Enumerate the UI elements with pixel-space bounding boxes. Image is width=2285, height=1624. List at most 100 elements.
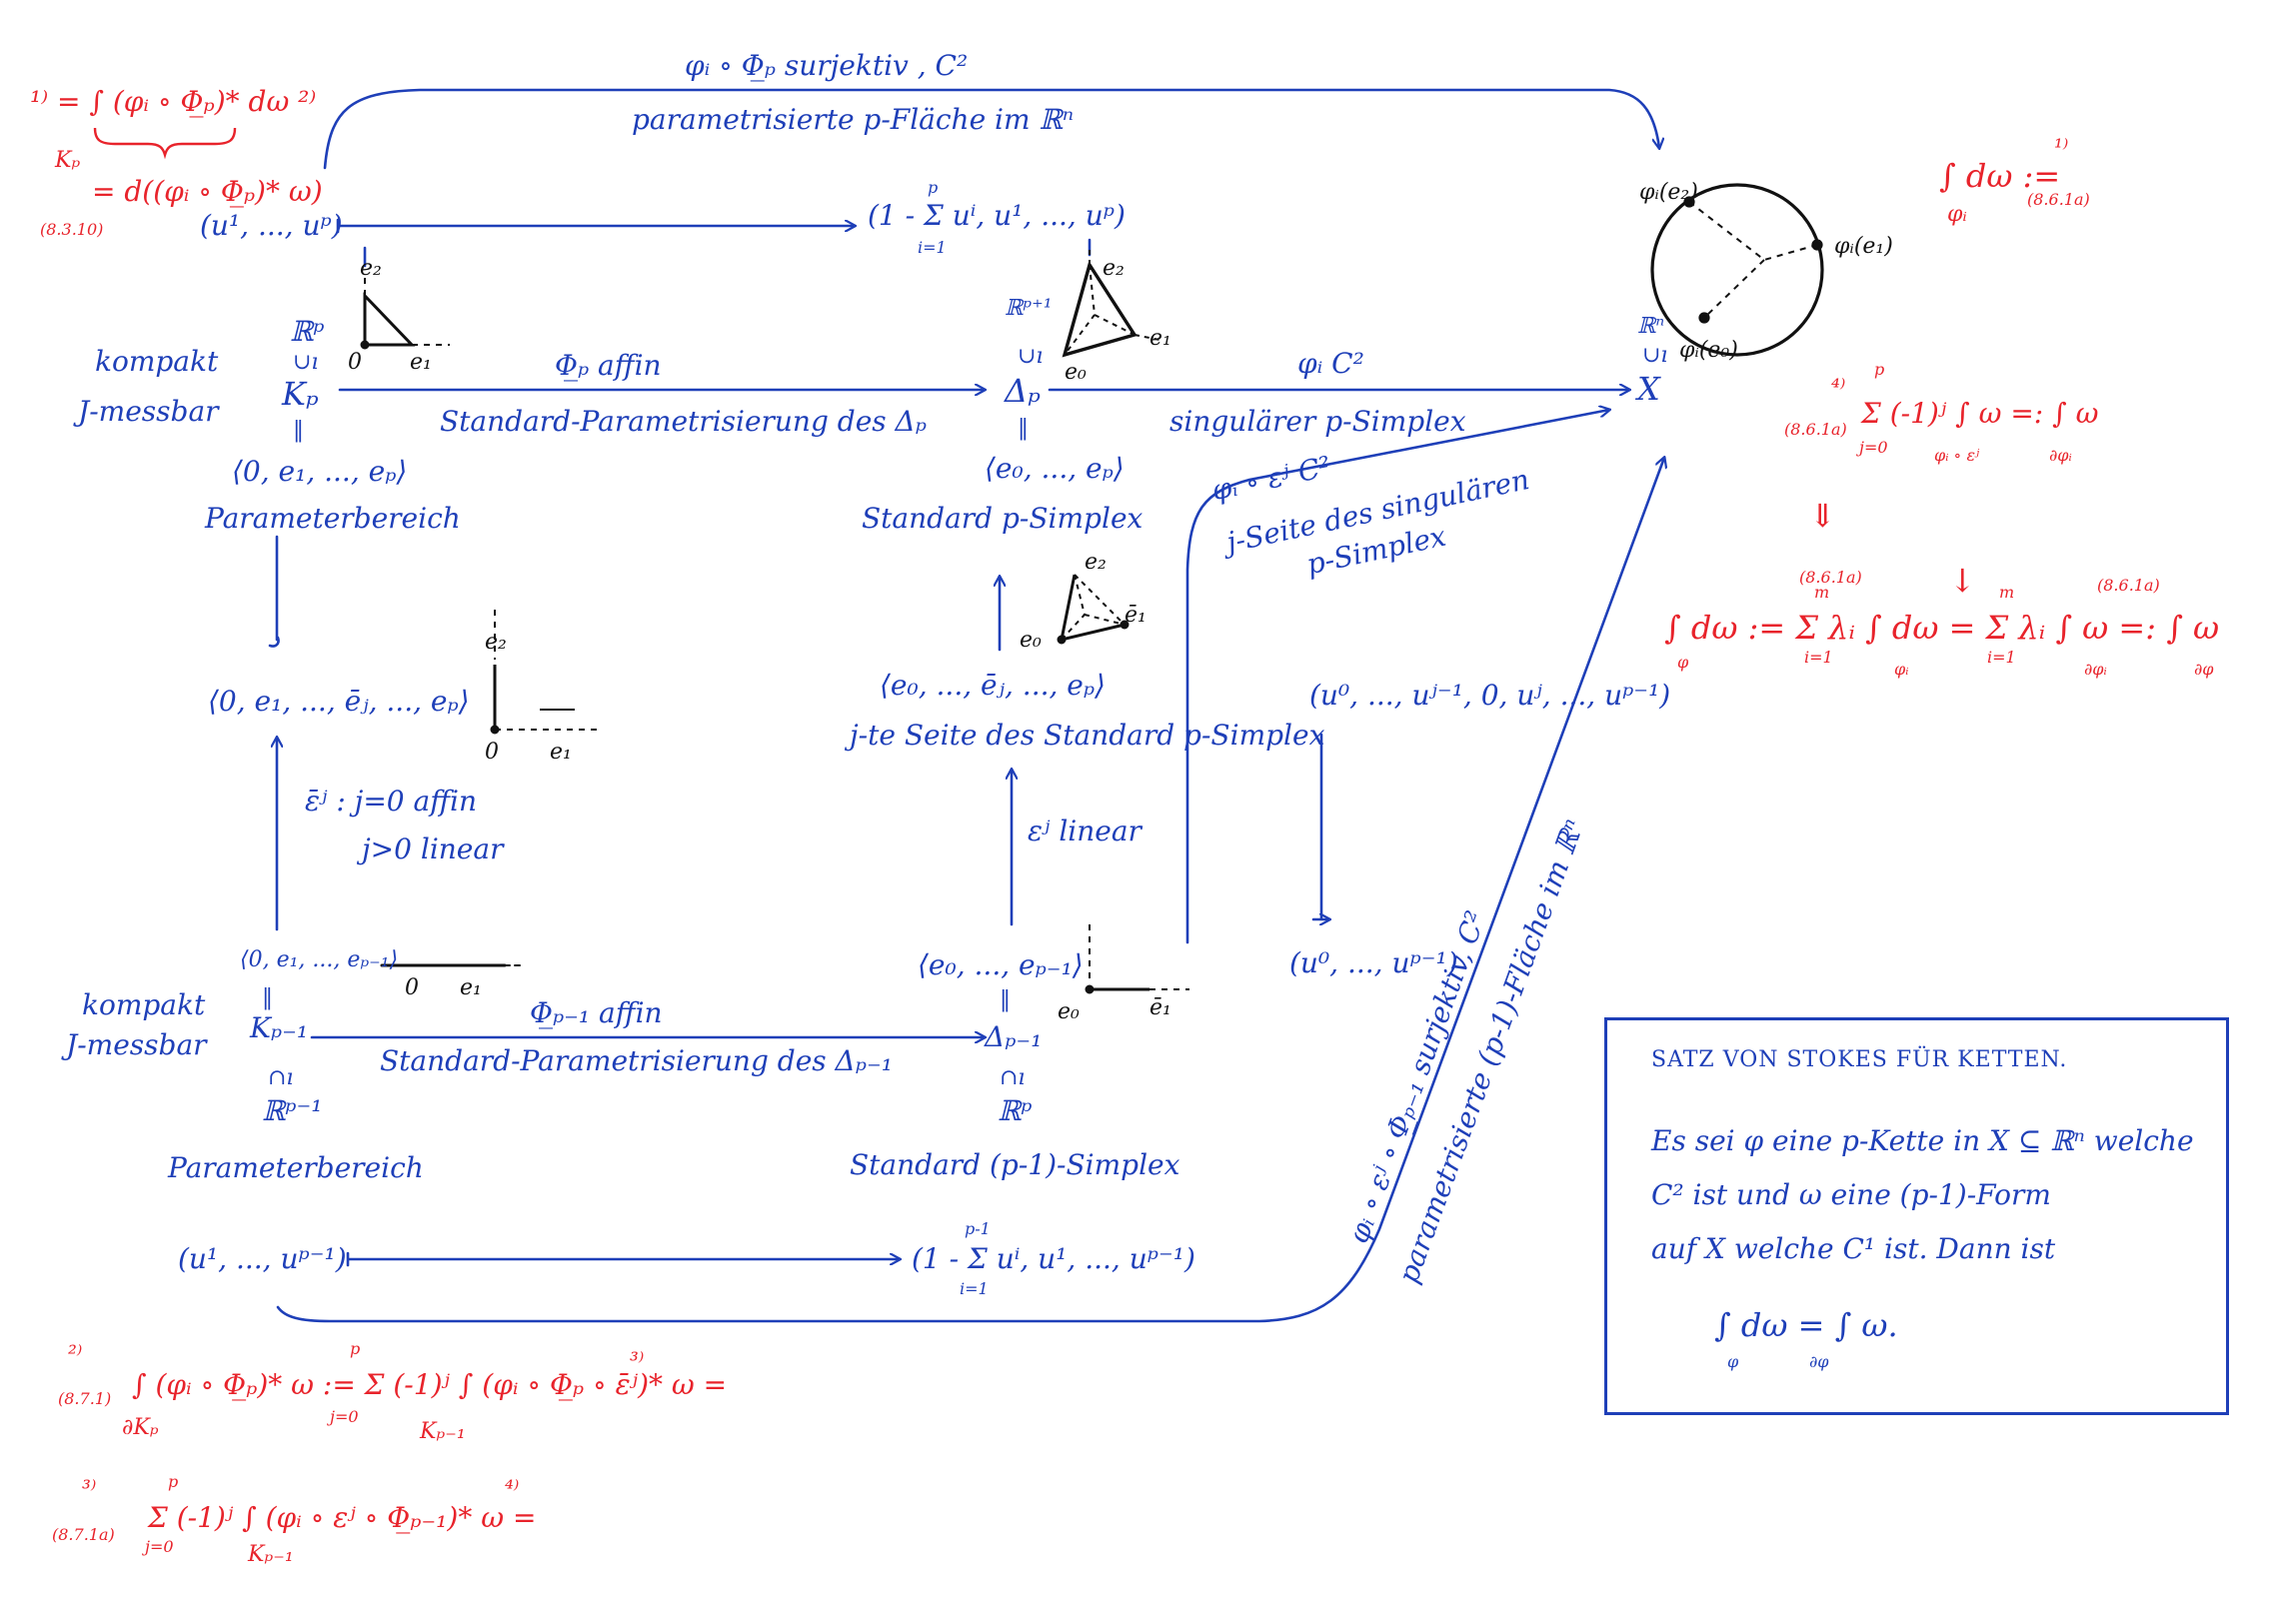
red-sub-kp: Kₚ	[55, 148, 81, 173]
red-big-expr: ∫ dω := Σ λᵢ ∫ dω = Σ λᵢ ∫ ω =: ∫ ω	[1664, 609, 2220, 647]
face-left-o: 0	[485, 740, 499, 765]
mid-sub: ∪ı	[1018, 344, 1044, 369]
phi-low-top: Φ̲ₚ₋₁ affin	[530, 996, 663, 1029]
red-big-sub-phii: φᵢ	[1894, 660, 1909, 679]
red-big-i1: i=1	[1804, 648, 1833, 667]
eps-mid-label: εʲ linear	[1028, 814, 1142, 847]
low-left-rp: ℝᵖ⁻¹	[262, 1094, 323, 1127]
red-double-arrow: ⇓	[1809, 497, 1836, 535]
red-int-ref: (8.6.1a)	[2027, 190, 2090, 209]
phi-bottom: Standard-Parametrisierung des Δₚ	[440, 405, 927, 438]
theorem-line3: auf X welche C¹ ist. Dann ist	[1651, 1232, 2056, 1265]
red-int-under: φᵢ	[1947, 202, 1967, 227]
red-int-sup: ¹⁾	[2054, 136, 2069, 161]
right-sub: ∪ı	[1642, 343, 1668, 368]
red-b1-end: ³⁾	[630, 1349, 645, 1374]
tetra-mid	[1062, 260, 1138, 358]
u-low-sum-top: p-1	[965, 1219, 991, 1238]
red-b2-sub: Kₚ₋₁	[248, 1542, 294, 1567]
face-left-tuple: ⟨0, e₁, ..., ēⱼ, ..., eₚ⟩	[208, 685, 470, 718]
low-mid-eq: ‖	[1000, 987, 1011, 1012]
left-rp: ℝᵖ	[290, 315, 325, 348]
red-b1-ref: (8.7.1)	[58, 1389, 112, 1408]
mid-rp1: ℝᵖ⁺¹	[1005, 296, 1053, 321]
low-left-kompakt: kompakt	[82, 988, 206, 1021]
red-down-arrow: ↓	[1949, 562, 1976, 600]
red-big-i2: i=1	[1987, 648, 2016, 667]
face-mid-e1: ē₁	[1125, 603, 1146, 628]
red-big-sub-phi: φ	[1677, 653, 1689, 672]
psi-bottom: singulärer p-Simplex	[1169, 405, 1466, 438]
low-mid-sub: ∩ı	[1000, 1065, 1026, 1090]
red-sum-sub2: ∂φᵢ	[2049, 446, 2072, 465]
tri-left-e1: e₁	[410, 350, 432, 375]
phi-top: Φ̲ₚ affin	[555, 349, 662, 382]
low-left-o: 0	[405, 975, 419, 1000]
low-mid-label: Standard (p-1)-Simplex	[850, 1148, 1180, 1181]
red-b2-ref: (8.7.1a)	[52, 1525, 115, 1544]
red-b2-end: ⁴⁾	[505, 1477, 520, 1502]
eps-left-line1: ε̄ʲ : j=0 affin	[305, 785, 478, 817]
theorem-box	[1604, 1017, 2229, 1415]
arrow-side	[1185, 410, 1609, 944]
mid-label: Standard p-Simplex	[862, 502, 1143, 535]
red-underbrace	[93, 127, 237, 160]
right-tuple-top: (u⁰, ..., uʲ⁻¹, 0, uʲ, ..., uᵖ⁻¹)	[1309, 679, 1671, 712]
left-kp: Kₚ	[282, 375, 319, 413]
low-left-param: Parameterbereich	[168, 1151, 424, 1184]
red-int-dw: ∫ dω :=	[1939, 157, 2061, 195]
red-sum-top: p	[1874, 360, 1885, 379]
low-mid-e1: ē₁	[1149, 995, 1171, 1020]
face-mid-tuple: ⟨e₀, ..., ēⱼ, ..., eₚ⟩	[880, 669, 1106, 702]
red-b2-sup: ³⁾	[82, 1477, 97, 1502]
mid-eq: ‖	[1018, 416, 1029, 441]
mid-e2: e₂	[1103, 256, 1125, 281]
phi-low-bottom: Standard-Parametrisierung des Δₚ₋₁	[380, 1044, 893, 1077]
theorem-sub2: ∂φ	[1809, 1352, 1829, 1371]
red-ref-8310: (8.3.10)	[40, 220, 104, 239]
theorem-line1: Es sei φ eine p-Kette in X ⊆ ℝⁿ welche	[1651, 1124, 2194, 1157]
red-big-sub-dphii: ∂φᵢ	[2084, 660, 2107, 679]
face-mid-e2: e₂	[1085, 550, 1107, 575]
red-b1-sub1: ∂Kₚ	[122, 1415, 159, 1440]
red-b2-bot: j=0	[145, 1537, 174, 1556]
tri-left	[363, 292, 416, 347]
top-arrow-line1: φᵢ ∘ Φ̲ₚ surjektiv , C²	[685, 49, 969, 82]
right-rn: ℝⁿ	[1637, 314, 1665, 339]
arrow-u-top	[336, 220, 855, 232]
face-mid-label: j-te Seite des Standard p-Simplex	[850, 719, 1325, 752]
u-low-left: (u¹, ..., uᵖ⁻¹)	[178, 1242, 347, 1275]
top-arrow-line2: parametrisierte p-Fläche im ℝⁿ	[632, 103, 1075, 136]
red-b1-top: p	[350, 1339, 361, 1358]
low-left-e1: e₁	[460, 975, 482, 1000]
face-mid-e0: e₀	[1020, 628, 1042, 653]
red-b1-sub2: Kₚ₋₁	[420, 1419, 466, 1444]
low-mid-rp: ℝᵖ	[998, 1094, 1033, 1127]
theorem-sub1: φ	[1727, 1352, 1739, 1371]
red-b2-top: p	[168, 1472, 179, 1491]
mid-delta: Δₚ	[1005, 372, 1041, 410]
left-sub: ∪ı	[293, 350, 319, 375]
arrow-right-tuple	[1311, 733, 1329, 919]
low-left-eq: ‖	[262, 985, 273, 1010]
left-kompakt: kompakt	[95, 345, 219, 378]
red-big-m2: m	[1999, 583, 2015, 602]
red-b1-sup: ²⁾	[68, 1342, 83, 1367]
red-sum-bottom: j=0	[1859, 438, 1888, 457]
tri-left-e2: e₂	[360, 256, 382, 281]
u-top-sum-top: p	[928, 178, 939, 197]
left-tuple: ⟨0, e₁, ..., eₚ⟩	[232, 455, 408, 488]
red-big-ref2: (8.6.1a)	[2097, 576, 2160, 595]
u-top-left: (u¹, ..., uᵖ)	[200, 209, 343, 242]
red-b1-bot: j=0	[330, 1407, 359, 1426]
u-low-right: (1 - Σ uⁱ, u¹, ..., uᵖ⁻¹)	[912, 1242, 1195, 1275]
arrow-bottom-arc	[276, 458, 1664, 1323]
face-left-e1: e₁	[550, 740, 572, 765]
left-param: Parameterbereich	[205, 502, 461, 535]
left-jmessbar: J-messbar	[78, 395, 219, 428]
low-left-kp: Kₚ₋₁	[250, 1011, 309, 1044]
right-x: X	[1637, 370, 1660, 408]
circle-e2: φᵢ(e₂)	[1639, 180, 1698, 205]
red-b2-expr: Σ (-1)ʲ ∫ (φᵢ ∘ εʲ ∘ Φ̲ₚ₋₁)* ω =	[148, 1501, 537, 1534]
